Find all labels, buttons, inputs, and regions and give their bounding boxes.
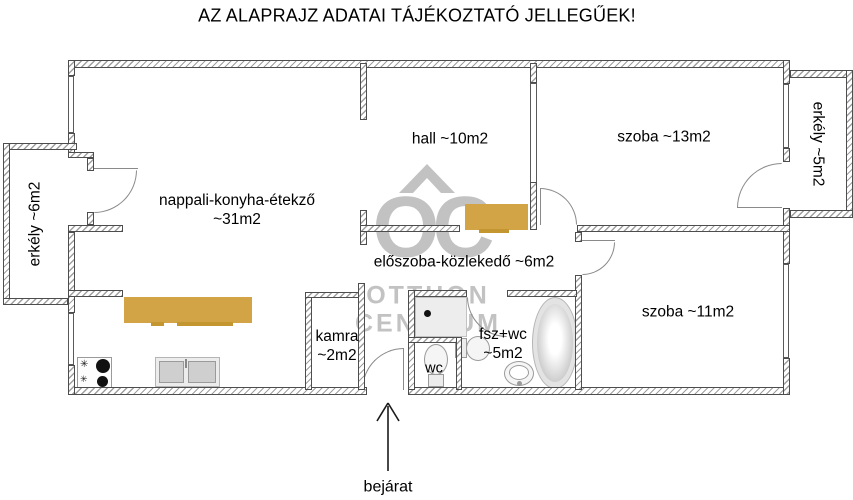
toilet	[466, 336, 490, 361]
wall	[575, 275, 582, 390]
room-area: ~31m2	[213, 211, 261, 228]
wall	[530, 63, 537, 83]
wall	[68, 365, 75, 395]
wall	[87, 158, 94, 171]
wall	[68, 290, 123, 297]
door-arc-balcony-right	[737, 163, 782, 208]
wall	[783, 60, 790, 84]
wall	[408, 387, 790, 395]
wall	[68, 232, 75, 313]
bathtub-basin	[537, 304, 573, 382]
wall	[783, 148, 790, 162]
room-label-szoba11: szoba ~11m2	[641, 303, 735, 321]
wall	[68, 60, 75, 76]
wall	[68, 60, 790, 68]
kitchen-counter-detail	[151, 322, 164, 326]
entrance-arrow	[376, 402, 400, 471]
door-leaf	[403, 348, 404, 390]
wall	[575, 232, 582, 242]
kitchen-sink-basin	[188, 361, 216, 383]
kitchen-counter-detail	[177, 322, 233, 326]
door-arc-balcony-left	[94, 170, 137, 213]
room-label-erkely-left: erkély ~6m2	[26, 181, 44, 267]
door-leaf	[540, 188, 541, 225]
wall	[408, 290, 467, 297]
room-label-eloszoba: előszoba-közlekedő ~6m2	[373, 253, 555, 271]
wall	[456, 337, 462, 390]
room-label-furdo: fsz+wc ~5m2	[479, 325, 527, 363]
balcony-wall	[790, 210, 853, 218]
wall	[358, 283, 365, 390]
room-label-szoba13: szoba ~13m2	[617, 128, 711, 146]
wall	[68, 387, 367, 395]
balcony-wall	[3, 143, 77, 150]
door-arc-szoba13	[540, 188, 577, 225]
room-label-hall: hall ~10m2	[411, 130, 489, 148]
room-label-kamra: kamra ~2m2	[315, 327, 358, 365]
balcony-wall	[846, 70, 853, 218]
hall-wardrobe-detail	[479, 229, 509, 233]
room-area: ~2m2	[317, 347, 357, 364]
wall	[360, 63, 367, 120]
wall	[408, 337, 462, 343]
stove-burner-icon: ✳	[80, 359, 89, 370]
stove-burner	[96, 359, 110, 373]
window	[68, 313, 74, 365]
wall	[783, 358, 790, 395]
wall	[305, 292, 312, 390]
balcony-wall	[790, 70, 853, 78]
window	[783, 264, 789, 358]
entrance-label: bejárat	[363, 478, 413, 496]
balcony-wall	[3, 298, 68, 305]
wall	[783, 208, 790, 264]
wall	[68, 152, 94, 158]
wall	[360, 225, 460, 232]
wall	[305, 292, 365, 298]
window	[783, 84, 789, 148]
sink-drain	[517, 381, 522, 386]
kitchen-counter	[124, 297, 252, 323]
toilet-tank	[428, 374, 444, 387]
partition-wall	[530, 83, 537, 183]
disclaimer-title: AZ ALAPRAJZ ADATAI TÁJÉKOZTATÓ JELLEGŰEK…	[198, 5, 636, 26]
wall	[577, 225, 790, 232]
stove-burner	[97, 376, 108, 387]
sink-basin	[509, 365, 529, 380]
room-name: kamra	[315, 328, 359, 345]
room-label-erkely-right: erkély ~5m2	[809, 101, 827, 187]
door-arc-szoba11	[582, 242, 615, 275]
room-name: fsz+wc	[479, 326, 527, 343]
wall	[530, 182, 537, 230]
room-name: nappali-konyha-étekző	[159, 192, 315, 209]
room-area: ~5m2	[483, 345, 523, 362]
stove-burner-icon: ✳	[80, 374, 88, 384]
balcony-wall	[3, 143, 10, 305]
watermark-roof-icon	[399, 164, 455, 193]
door-leaf	[94, 168, 138, 169]
door-leaf	[582, 240, 615, 241]
door-arc-entrance	[362, 348, 404, 390]
room-label-wc: wc	[425, 360, 443, 377]
hall-wardrobe	[465, 204, 528, 230]
window	[68, 76, 74, 133]
wall	[68, 225, 123, 232]
kitchen-sink-basin	[159, 361, 184, 383]
shower-tray	[415, 297, 467, 337]
shower-drain	[424, 310, 431, 317]
wall	[507, 290, 577, 297]
faucet-icon	[185, 359, 187, 368]
room-label-nappali: nappali-konyha-étekző ~31m2	[159, 191, 315, 229]
wall	[87, 212, 94, 225]
door-leaf	[737, 207, 782, 208]
